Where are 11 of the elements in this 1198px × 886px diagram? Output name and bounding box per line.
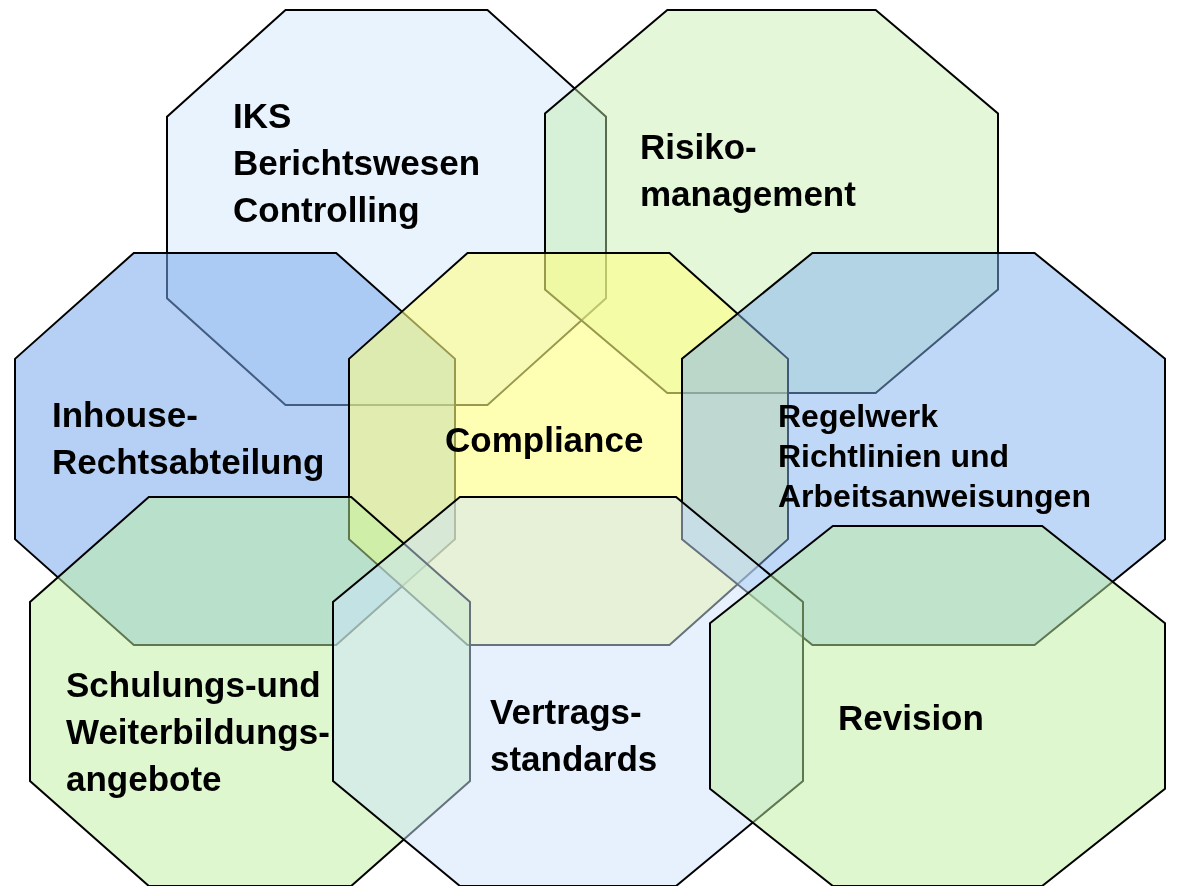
node-label: Richtlinien und Arbeitsanweisungen <box>778 437 1092 516</box>
node-label: Compliance <box>445 419 645 461</box>
node-label: Regelwerk <box>778 397 940 436</box>
node-label: Controlling <box>233 189 421 231</box>
node-label: IKS <box>233 95 293 137</box>
node-label: Revision <box>838 697 985 739</box>
node-label: Risiko- management <box>640 126 857 215</box>
node-label: Inhouse- Rechtsabteilung <box>52 394 326 483</box>
node-label: Berichtswesen <box>233 142 482 184</box>
node-label: Vertrags- standards <box>490 691 659 780</box>
node-label: Schulungs-und Weiterbildungs- angebote <box>66 664 331 800</box>
